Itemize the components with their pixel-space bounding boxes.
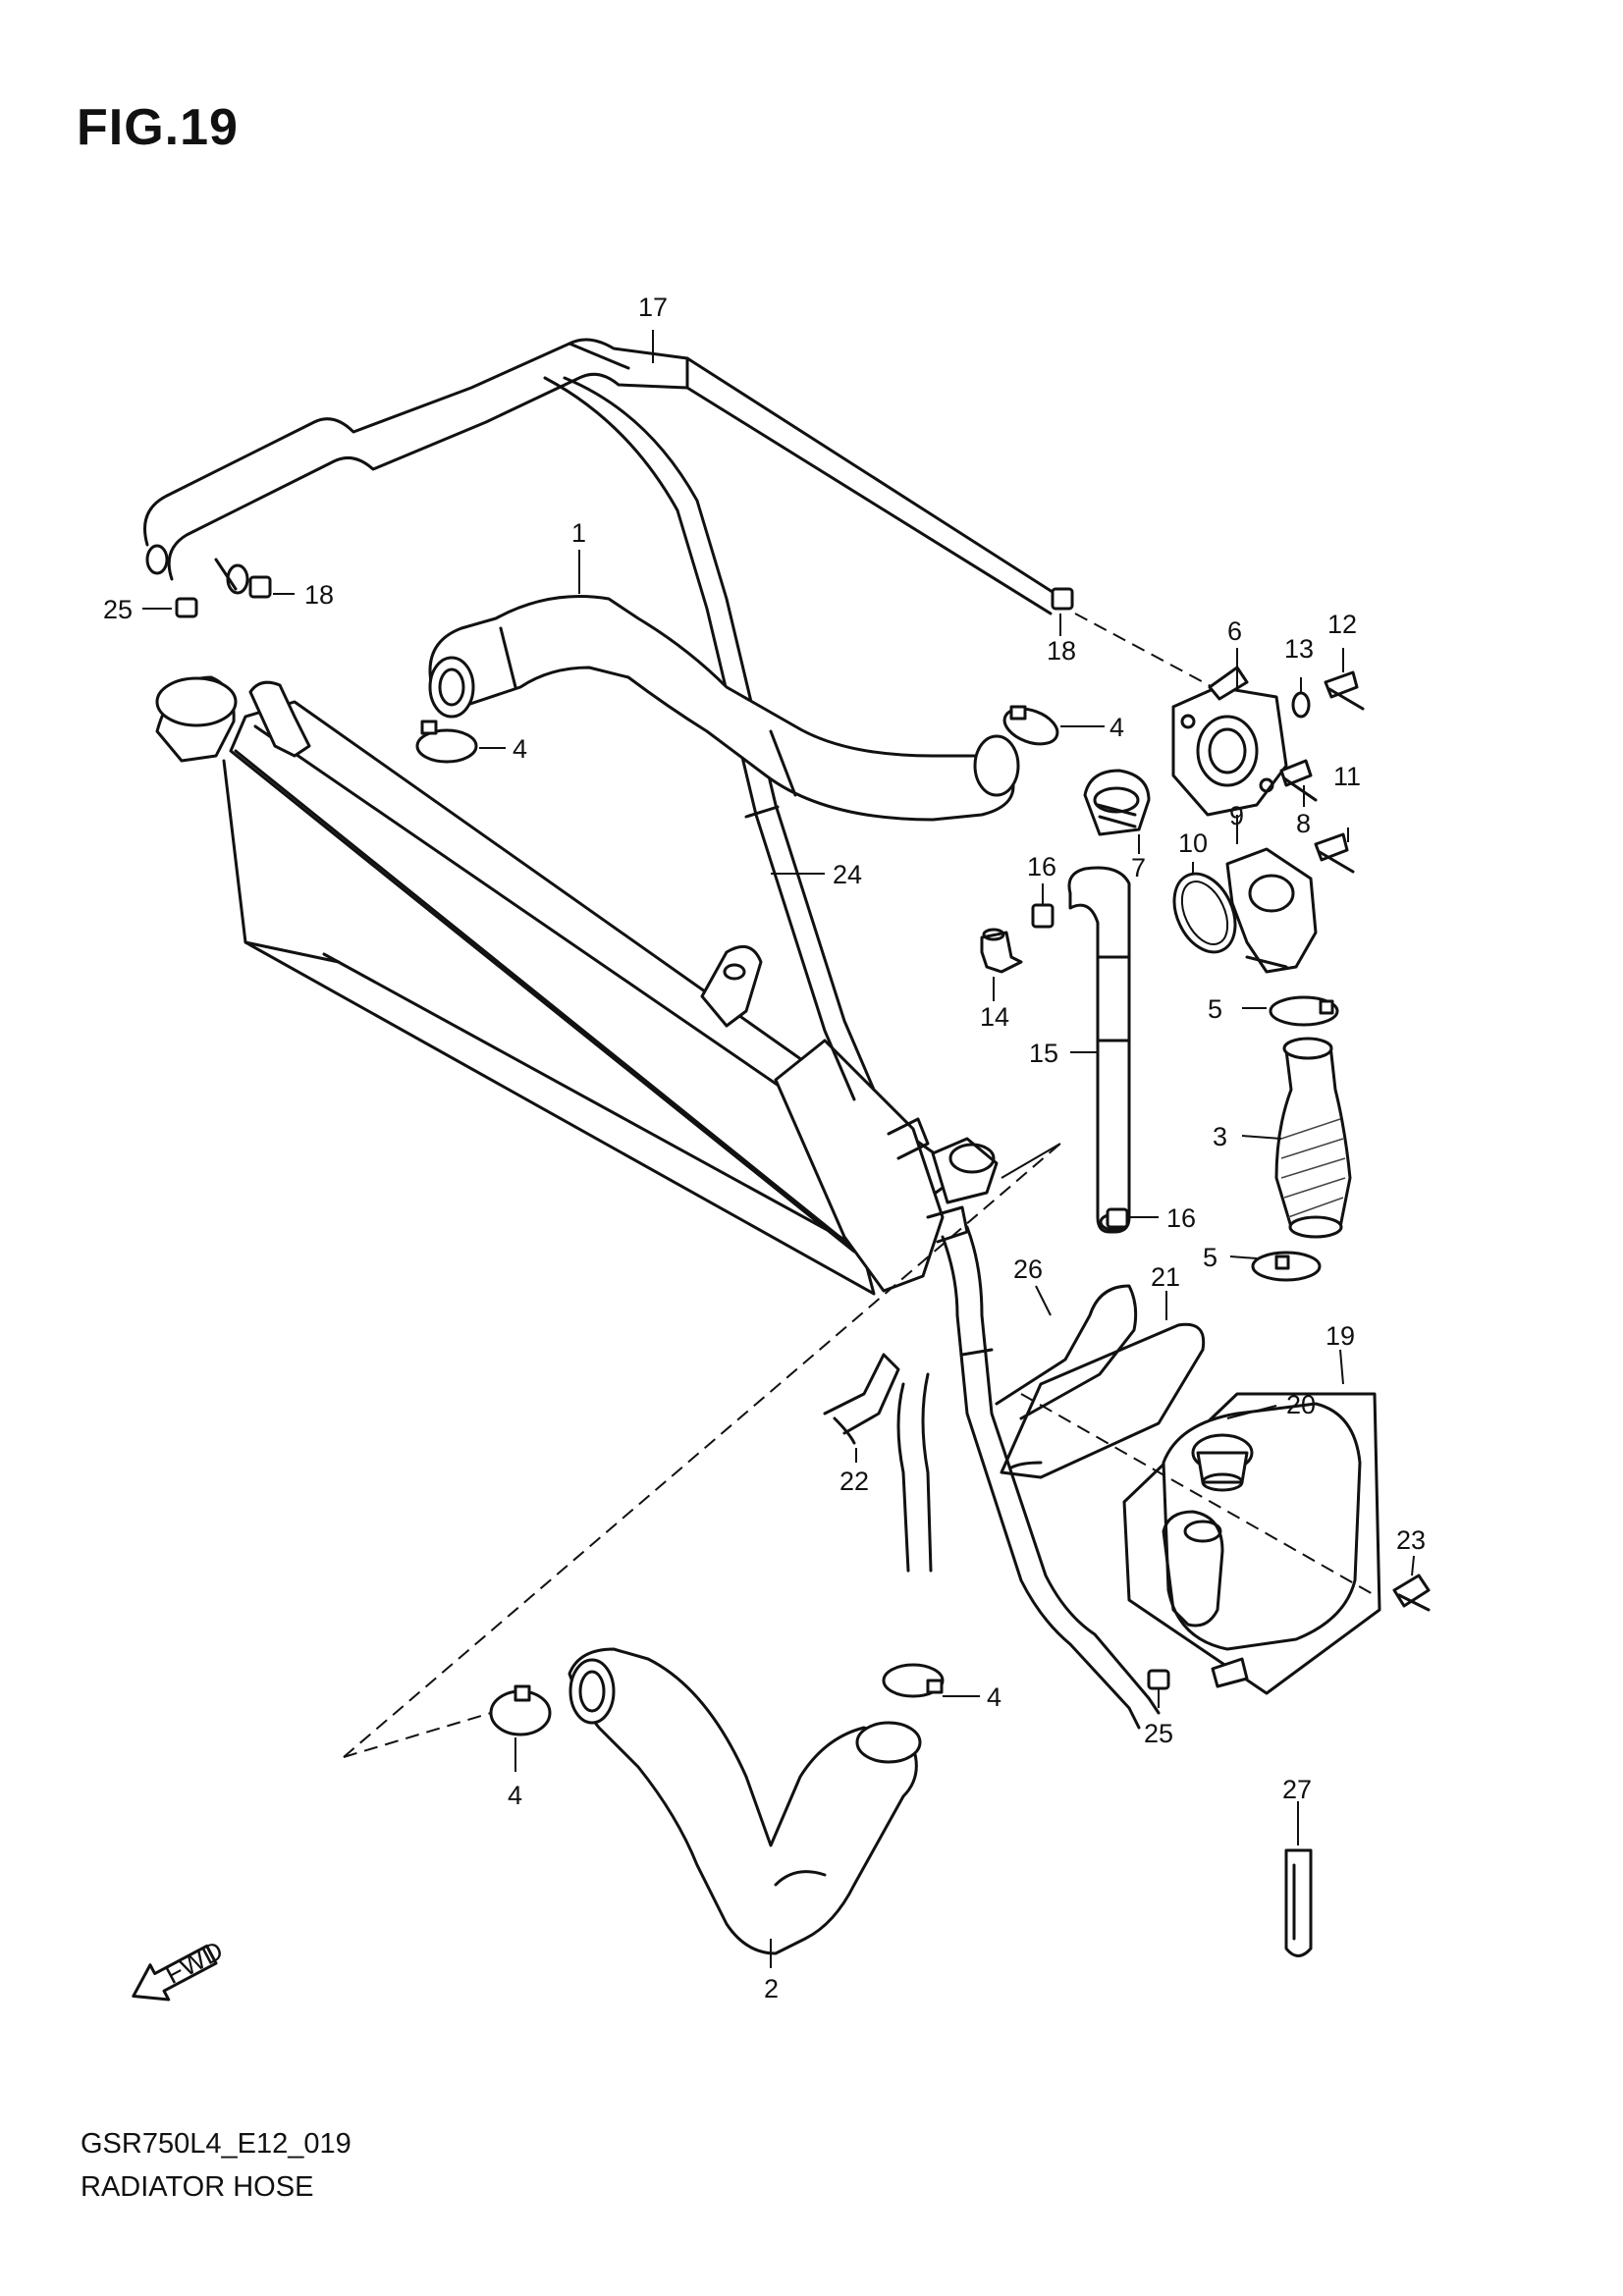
- callout-26: 26: [1013, 1255, 1043, 1284]
- callout-4: 4: [508, 1781, 522, 1810]
- callout-9: 9: [1229, 801, 1244, 830]
- callout-17: 17: [638, 293, 668, 322]
- leader-lines: [142, 330, 1415, 1968]
- callout-19: 19: [1325, 1321, 1355, 1351]
- callout-22: 22: [839, 1467, 869, 1496]
- callout-6: 6: [1227, 616, 1242, 646]
- hose-26: [896, 1284, 1138, 1573]
- callout-4: 4: [1109, 713, 1124, 742]
- clamp-18a: [248, 575, 272, 599]
- figure-title: FIG.19: [77, 99, 239, 156]
- thermostat-housing: [1171, 666, 1288, 817]
- clamp-25a: [175, 597, 198, 618]
- clamp-4d: [882, 1663, 945, 1698]
- callout-5: 5: [1203, 1243, 1217, 1272]
- clamp-18b: [1051, 587, 1074, 611]
- callout-18: 18: [304, 580, 334, 610]
- callout-25: 25: [103, 595, 133, 624]
- callout-23: 23: [1396, 1525, 1426, 1555]
- reservoir-tank: [1122, 1392, 1381, 1695]
- washer-13: [1291, 691, 1311, 719]
- bolt-12: [1324, 670, 1365, 711]
- fwd-label: FWD: [161, 1936, 228, 1990]
- fitting-14: [980, 928, 1023, 974]
- o-ring-inner: [1180, 881, 1229, 945]
- band-27: [1284, 1848, 1313, 1957]
- bolt-11: [1314, 832, 1355, 874]
- clamp-4b: [1002, 705, 1059, 746]
- callout-14: 14: [980, 1002, 1009, 1032]
- callout-7: 7: [1131, 853, 1146, 882]
- hose-1: [428, 595, 1020, 822]
- callout-5: 5: [1208, 994, 1222, 1024]
- callout-13: 13: [1284, 634, 1314, 664]
- assembly-lines: [343, 1143, 1376, 1758]
- callout-2: 2: [764, 1974, 779, 2003]
- callout-27: 27: [1282, 1775, 1312, 1804]
- clamp-5a: [1269, 995, 1339, 1027]
- callout-12: 12: [1327, 610, 1357, 639]
- callout-4: 4: [513, 734, 527, 764]
- hose-24: [543, 376, 1161, 1730]
- clamp-4a: [415, 720, 478, 764]
- bolt-23: [1392, 1574, 1431, 1612]
- figure-caption: RADIATOR HOSE: [81, 2171, 314, 2203]
- hose-17: [143, 338, 1214, 688]
- clamp-16b: [1106, 1207, 1129, 1229]
- o-ring: [1172, 872, 1237, 954]
- callout-20: 20: [1286, 1390, 1316, 1419]
- cover-21: [1000, 1322, 1206, 1479]
- thermostat: [1083, 769, 1151, 836]
- callout-21: 21: [1151, 1262, 1180, 1292]
- callout-11: 11: [1333, 762, 1361, 791]
- callout-18: 18: [1047, 636, 1076, 666]
- clamp-16a: [1031, 903, 1055, 929]
- callout-4: 4: [987, 1682, 1001, 1712]
- callout-10: 10: [1178, 828, 1208, 858]
- bracket-22: [823, 1353, 900, 1445]
- callout-3: 3: [1213, 1122, 1227, 1151]
- bolt-8: [1279, 759, 1318, 802]
- callout-1: 1: [571, 518, 586, 548]
- callout-16: 16: [1166, 1203, 1196, 1233]
- callout-numbers: 17 1 25 18 18 6 13 12 4 4 8 11 9 7 24 16…: [103, 293, 1426, 2003]
- radiator: [155, 675, 999, 1296]
- reservoir-cap: [1191, 1433, 1254, 1492]
- clamp-5b: [1251, 1251, 1322, 1282]
- hose-3: [1274, 1037, 1352, 1239]
- callout-8: 8: [1296, 809, 1311, 838]
- callout-15: 15: [1029, 1039, 1058, 1068]
- hose-2: [568, 1647, 922, 1955]
- callout-16: 16: [1027, 852, 1056, 881]
- callout-24: 24: [833, 860, 862, 889]
- callout-25: 25: [1144, 1719, 1173, 1748]
- clamp-25b: [1147, 1669, 1170, 1690]
- clamp-4c: [489, 1684, 552, 1736]
- fwd-arrow-icon: FWD: [132, 1936, 228, 2002]
- elbow-9: [1225, 847, 1318, 974]
- model-code: GSR750L4_E12_019: [81, 2128, 352, 2160]
- hose-15: [1067, 866, 1131, 1234]
